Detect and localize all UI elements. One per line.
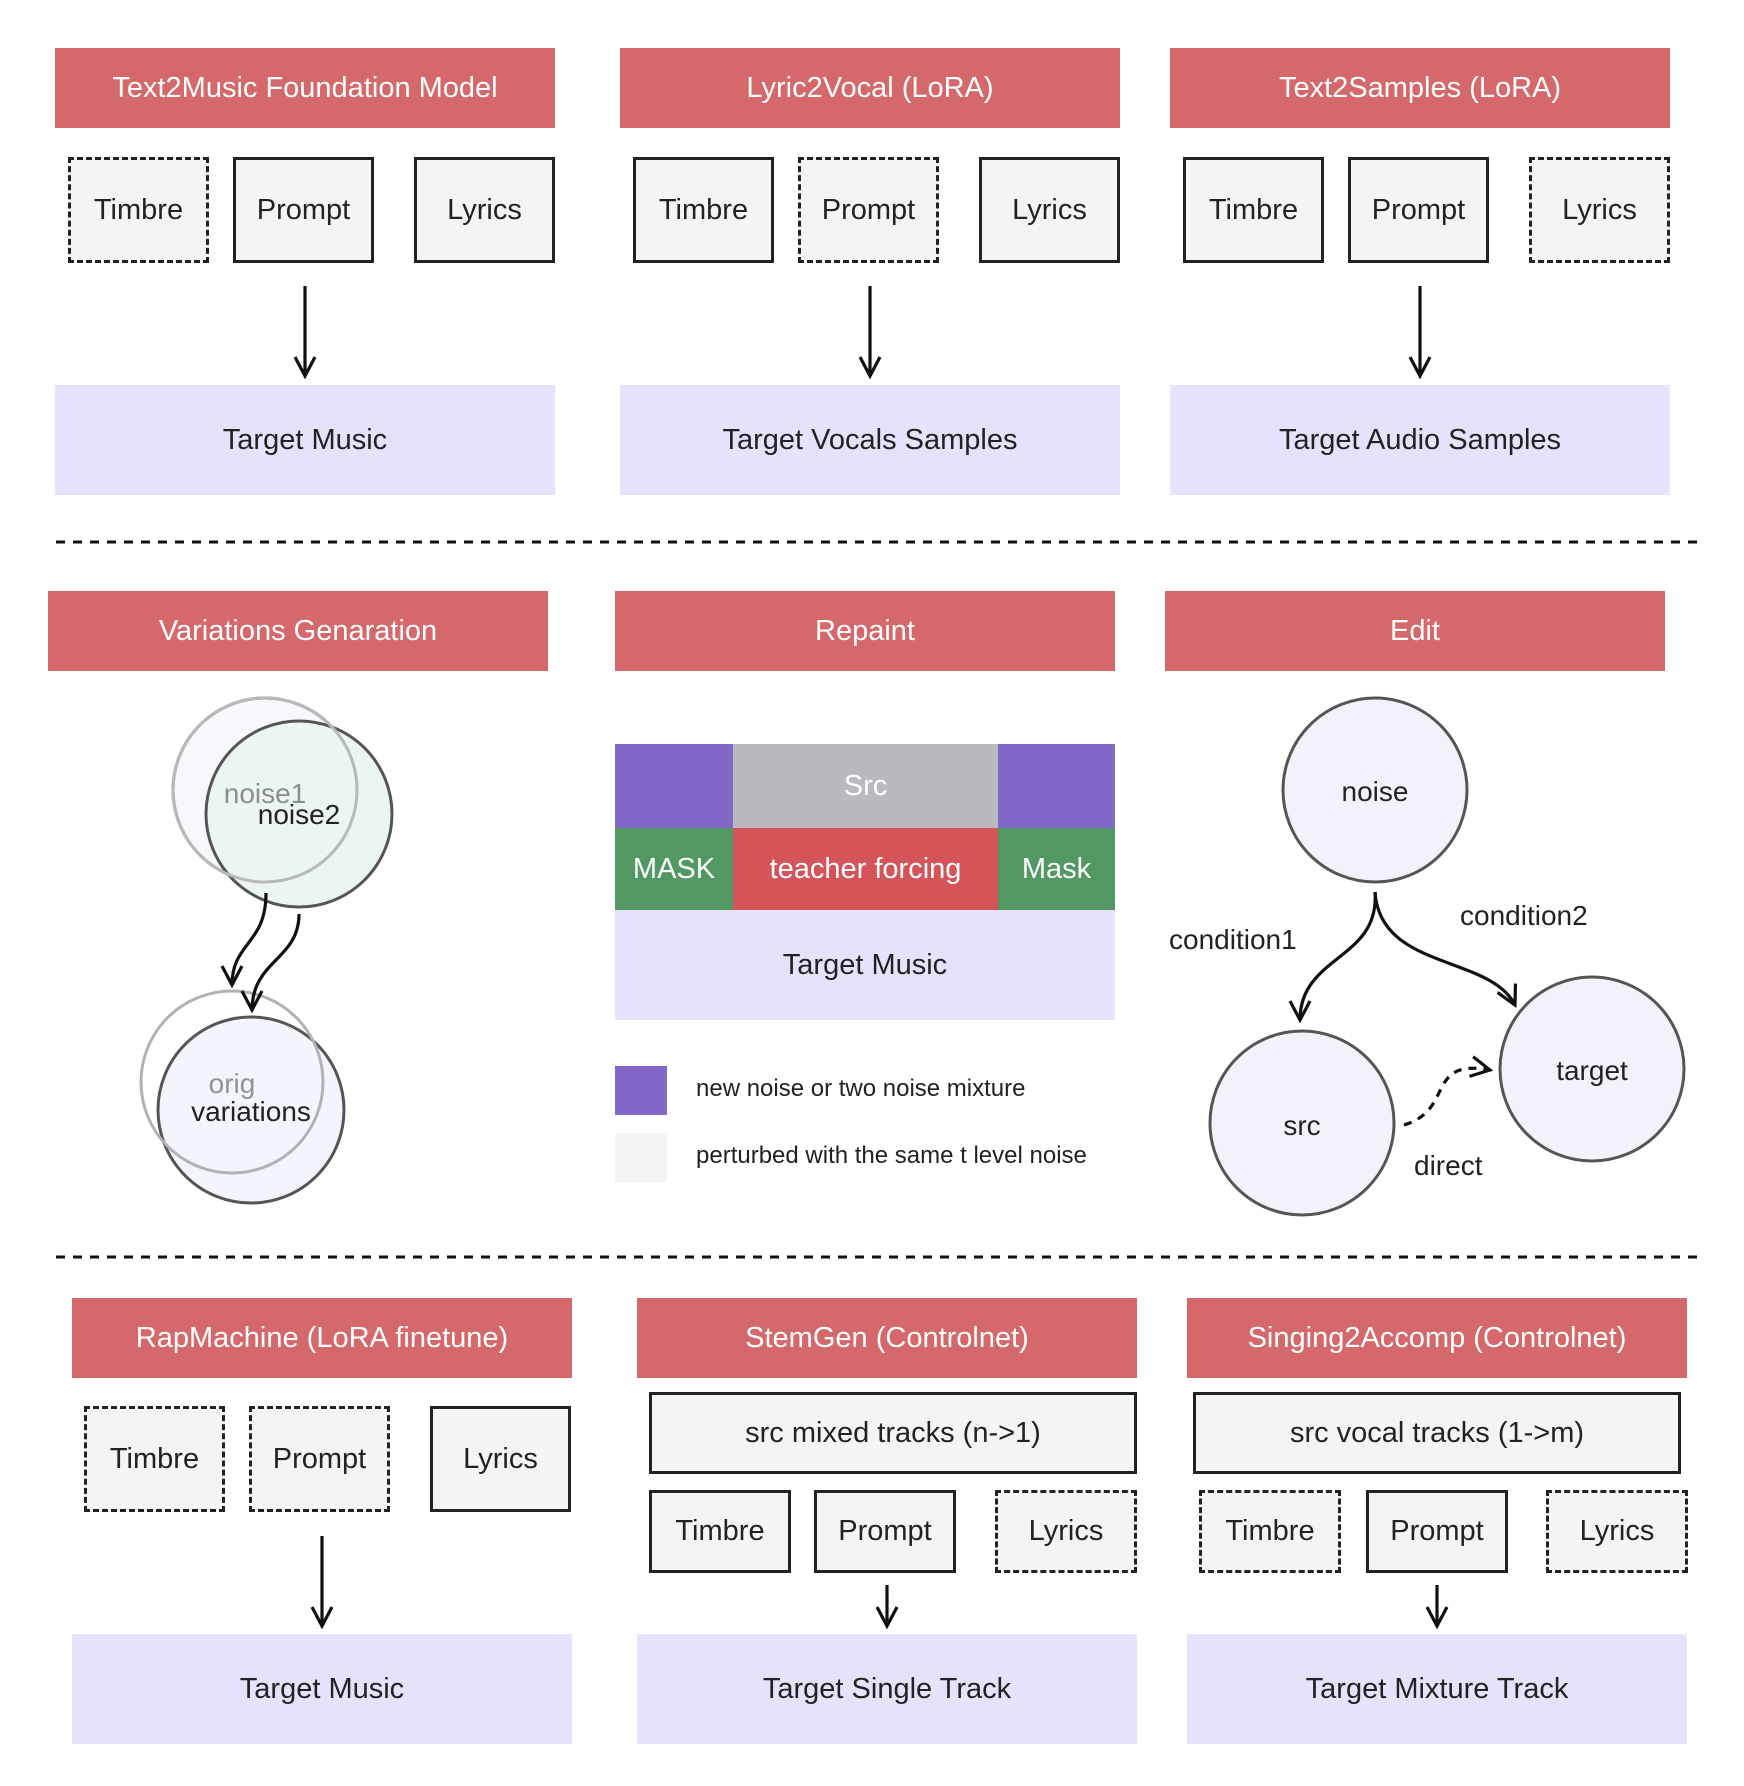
input-timbre: Timbre [1183,157,1324,263]
mask-left-band: MASK [615,828,733,910]
variations-circle [156,1015,346,1205]
target-audio-samples: Target Audio Samples [1170,385,1670,495]
target-node-label: target [1556,1055,1628,1086]
condition1-label: condition1 [1169,924,1297,955]
target-mixture-track: Target Mixture Track [1187,1634,1687,1744]
input-timbre: Timbre [68,157,209,263]
input-timbre: Timbre [633,157,774,263]
input-timbre: Timbre [84,1406,225,1512]
teacher-forcing-band: teacher forcing [733,828,998,910]
target-node [1498,975,1686,1163]
orig-circle [139,989,325,1175]
mask-new-noise-right [998,744,1115,828]
condition2-arrow [1373,891,1515,1005]
src-node-label: src [1283,1110,1321,1141]
repaint-target-music: Target Music [615,910,1115,1020]
header-variations: Variations Genaration [48,591,548,671]
header-text2music: Text2Music Foundation Model [55,48,555,128]
input-timbre: Timbre [1199,1490,1341,1573]
header-edit: Edit [1165,591,1665,671]
target-vocals-samples: Target Vocals Samples [620,385,1120,495]
legend-swatch-perturbed [615,1133,667,1182]
input-lyrics: Lyrics [1529,157,1670,263]
input-lyrics: Lyrics [430,1406,571,1512]
target-music: Target Music [72,1634,572,1744]
input-prompt: Prompt [249,1406,390,1512]
condition2-label: condition2 [1460,900,1588,931]
noise-node [1281,696,1469,884]
header-lyric2vocal: Lyric2Vocal (LoRA) [620,48,1120,128]
input-prompt: Prompt [798,157,939,263]
input-prompt: Prompt [233,157,374,263]
src-band: Src [733,744,998,828]
direct-arrow [1403,1068,1490,1127]
input-timbre: Timbre [649,1490,791,1573]
variations-label: variations [191,1096,311,1127]
input-lyrics: Lyrics [414,157,555,263]
noise2-circle [204,719,394,909]
input-lyrics: Lyrics [979,157,1120,263]
orig-label: orig [208,1068,256,1099]
header-singing2accomp: Singing2Accomp (Controlnet) [1187,1298,1687,1378]
direct-label: direct [1414,1150,1483,1181]
condition1-arrow [1300,891,1377,1020]
variation-arrow [232,892,268,985]
input-lyrics: Lyrics [995,1490,1137,1573]
header-text2samples: Text2Samples (LoRA) [1170,48,1670,128]
target-single-track: Target Single Track [637,1634,1137,1744]
src-mixed-tracks: src mixed tracks (n->1) [649,1392,1137,1474]
src-node [1208,1029,1396,1217]
noise1-label: noise1 [223,778,307,809]
noise-node-label: noise [1341,776,1409,807]
legend-label-new-noise: new noise or two noise mixture [696,1075,1026,1102]
legend-label-perturbed: perturbed with the same t level noise [696,1142,1087,1169]
input-prompt: Prompt [1366,1490,1508,1573]
header-stemgen: StemGen (Controlnet) [637,1298,1137,1378]
target-music: Target Music [55,385,555,495]
header-repaint: Repaint [615,591,1115,671]
noise2-label: noise2 [257,799,341,830]
input-lyrics: Lyrics [1546,1490,1688,1573]
header-rapmachine: RapMachine (LoRA finetune) [72,1298,572,1378]
noise1-overlay-circle [171,696,359,884]
legend-swatch-new-noise [615,1066,667,1115]
variation-arrow [252,913,301,1010]
src-vocal-tracks: src vocal tracks (1->m) [1193,1392,1681,1474]
input-prompt: Prompt [1348,157,1489,263]
mask-right-band: Mask [998,828,1115,910]
mask-new-noise-left [615,744,733,828]
input-prompt: Prompt [814,1490,956,1573]
